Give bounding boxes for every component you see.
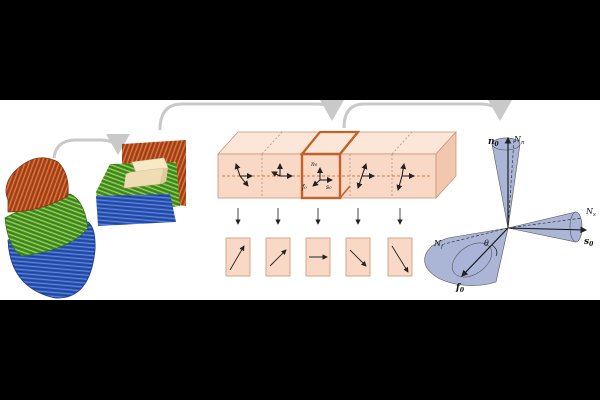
label-theta: θ [484, 239, 489, 248]
fiber-direction-panels [225, 237, 413, 277]
diagram-canvas: n₀ f₀ s₀ [0, 100, 600, 300]
direction-panel [265, 237, 291, 277]
vector-arrow-icon [396, 163, 415, 191]
axis-Nf [443, 227, 509, 245]
label-Nf: Nf [433, 239, 444, 250]
axis-s0 [507, 226, 588, 234]
theta-arc [491, 244, 498, 257]
discretized-slab: n₀ f₀ s₀ [217, 130, 457, 200]
cell-label-n0: n₀ [311, 161, 318, 168]
heart-fiber-model [4, 157, 96, 299]
cut-slab-front [123, 167, 165, 189]
direction-panel [387, 237, 413, 277]
block-blue-bottom [96, 194, 176, 226]
direction-panel [225, 237, 251, 277]
label-Nn: Nn [513, 135, 525, 146]
direction-panel [305, 237, 331, 277]
fiber-layer-red [5, 157, 69, 213]
slab-top-face [217, 131, 457, 155]
axis-Ns [507, 217, 583, 229]
label-f0: f0 [455, 283, 465, 294]
tissue-block-sample [96, 140, 186, 226]
slab-side-face [435, 130, 457, 200]
vector-arrow-icon [271, 163, 293, 179]
curved-arrow-icon [52, 133, 130, 159]
label-Ns: Ns [585, 207, 596, 218]
direction-panel [345, 237, 371, 277]
axis-f0 [461, 227, 509, 277]
highlighted-cell-front [300, 152, 342, 200]
curved-arrow-icon [158, 100, 344, 131]
vector-arrow-icon [356, 163, 375, 189]
cone-s [507, 211, 581, 243]
cut-slab-side [160, 168, 168, 184]
cell-label-f0: f₀ [301, 184, 307, 191]
vector-arrow-icon [234, 163, 253, 187]
label-n0: n0 [488, 137, 500, 148]
vector-arrow-icon [312, 167, 333, 187]
cone-diagram: n0 Nn Ns s0 Nf f0 θ [424, 135, 596, 294]
cone-n [491, 137, 521, 229]
pipeline-diagram: n₀ f₀ s₀ [4, 100, 596, 299]
curved-arrow-icon [342, 100, 512, 129]
cell-label-s0: s₀ [326, 184, 332, 191]
label-s0: s0 [584, 237, 594, 248]
